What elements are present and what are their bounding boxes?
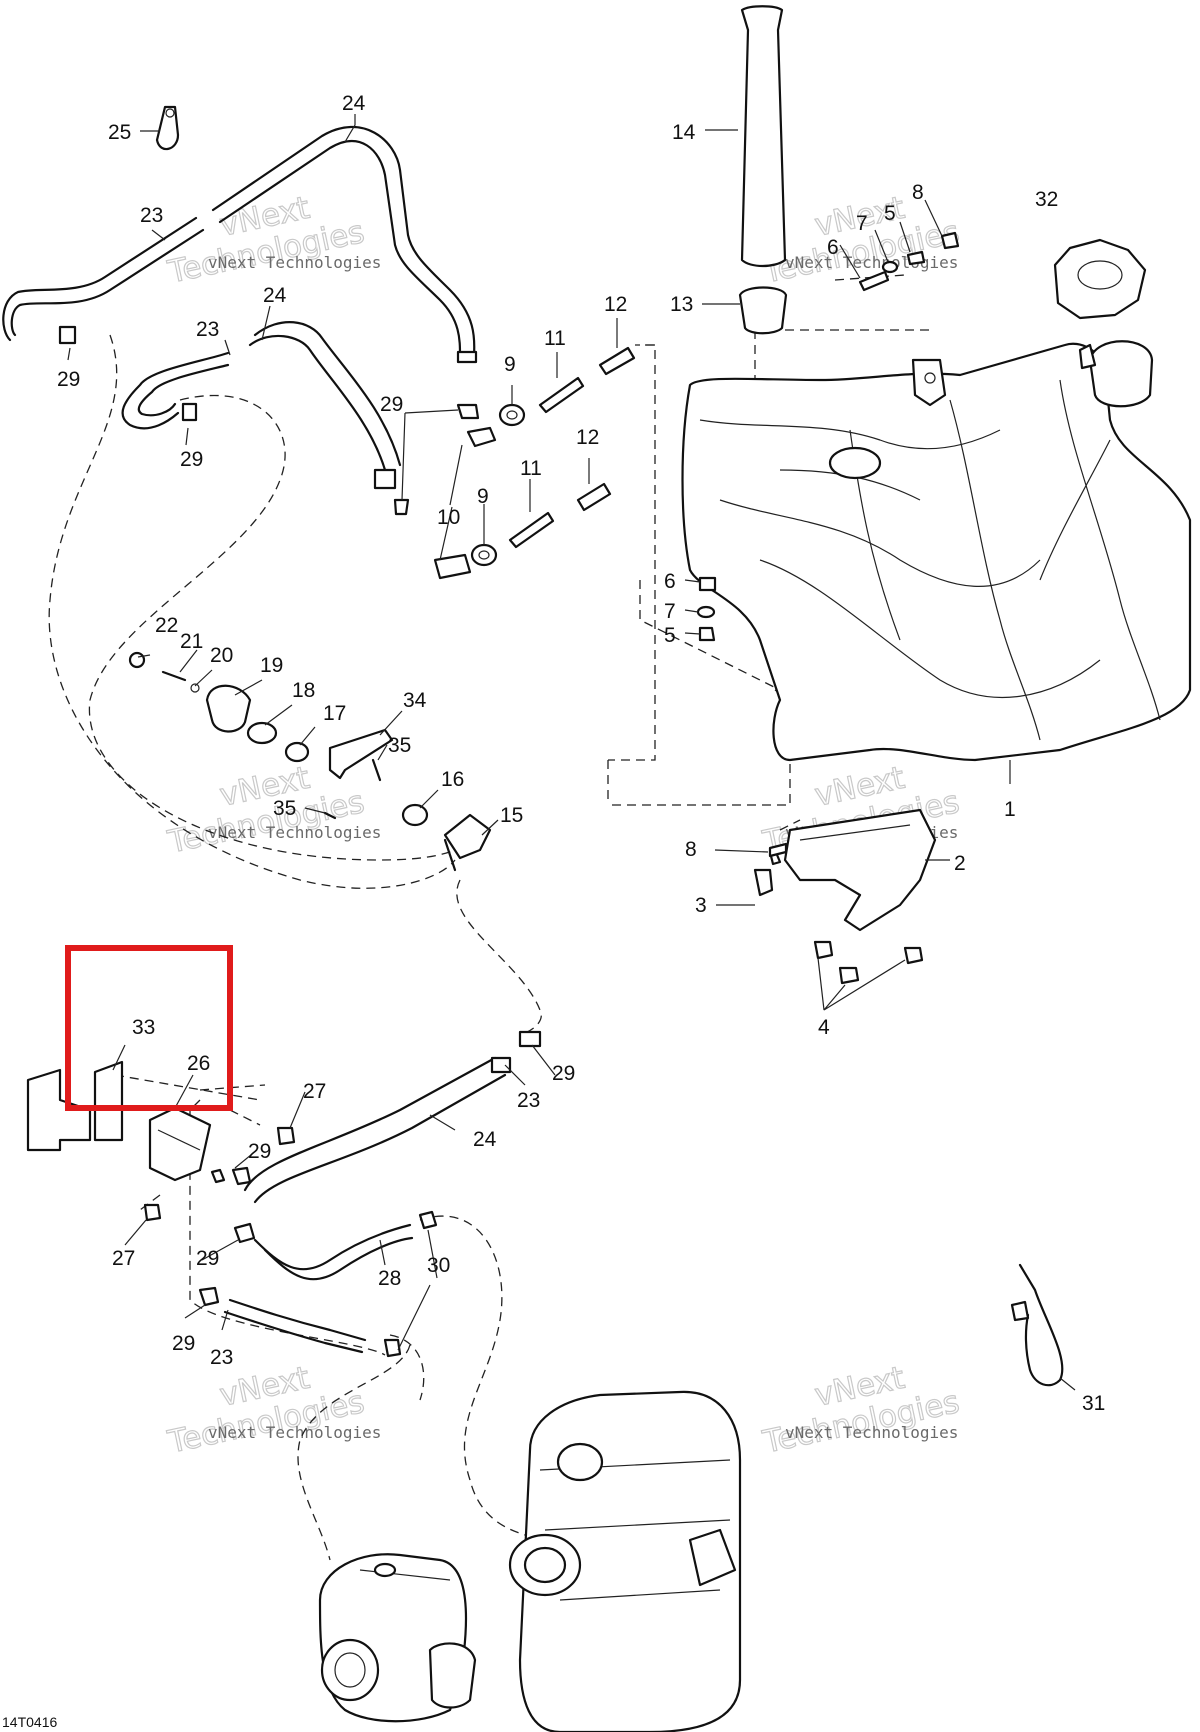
tank-bracket-group <box>753 808 937 985</box>
callout-label: 29 <box>57 368 80 391</box>
fuel-tank-group <box>681 5 1192 762</box>
callout-label: 29 <box>248 1140 271 1163</box>
callout-label: 30 <box>427 1254 450 1277</box>
highlight-box <box>65 945 233 1111</box>
callout-label: 33 <box>132 1016 155 1039</box>
callout-label: 16 <box>441 768 464 791</box>
callout-label: 31 <box>1082 1392 1105 1415</box>
callout-label: 2 <box>954 852 966 875</box>
callout-label: 21 <box>180 630 203 653</box>
callout-label: 23 <box>140 204 163 227</box>
watermark-text: vNext Technologies <box>785 1423 958 1442</box>
callout-label: 35 <box>273 797 296 820</box>
callout-label: 32 <box>1035 188 1058 211</box>
callout-label: 6 <box>827 236 839 259</box>
watermark-text: vNext Technologies <box>208 823 381 842</box>
callout-label: 10 <box>437 506 460 529</box>
callout-label: 18 <box>292 679 315 702</box>
callout-label: 23 <box>210 1346 233 1369</box>
callout-label: 14 <box>672 121 696 144</box>
leader-lines <box>67 114 1076 1391</box>
callout-label: 9 <box>477 485 489 508</box>
callout-label: 15 <box>500 804 523 827</box>
pump-hardware-group <box>128 651 492 872</box>
callout-labels: 25 24 23 23 24 29 29 29 10 9 11 12 9 11 … <box>57 92 1105 1415</box>
callout-label: 29 <box>172 1332 195 1355</box>
upper-vent-hose-group <box>2 105 636 580</box>
callout-label: 24 <box>263 284 287 307</box>
watermark-group: vNext Technologies vNext Technologies vN… <box>164 189 963 1461</box>
cable-tie-group <box>1010 1263 1064 1387</box>
callout-label: 4 <box>818 1016 830 1039</box>
callout-label: 29 <box>380 393 403 416</box>
callout-label: 8 <box>685 838 697 861</box>
callout-label: 25 <box>108 121 131 144</box>
callout-label: 35 <box>388 734 411 757</box>
callout-label: 23 <box>517 1089 540 1112</box>
routing-dashed-lines <box>48 274 930 1561</box>
callout-label: 24 <box>473 1128 497 1151</box>
callout-label: 20 <box>210 644 233 667</box>
callout-label: 28 <box>378 1267 401 1290</box>
callout-label: 13 <box>670 293 693 316</box>
callout-label: 12 <box>604 293 627 316</box>
callout-label: 29 <box>180 448 203 471</box>
fuel-pump-group <box>26 1030 542 1358</box>
callout-label: 23 <box>196 318 219 341</box>
callout-label: 27 <box>112 1247 135 1270</box>
callout-label: 1 <box>1004 798 1016 821</box>
callout-label: 11 <box>544 327 566 350</box>
callout-label: 29 <box>196 1247 219 1270</box>
callout-label: 7 <box>856 212 868 235</box>
callout-label: 29 <box>552 1062 575 1085</box>
callout-label: 5 <box>884 202 896 225</box>
diagram-code: 14T0416 <box>2 1714 57 1730</box>
callout-label: 12 <box>576 426 599 449</box>
callout-label: 27 <box>303 1080 326 1103</box>
callout-label: 7 <box>664 600 676 623</box>
watermark-text: vNext Technologies <box>208 1423 381 1442</box>
callout-label: 22 <box>155 614 178 637</box>
callout-label: 11 <box>520 457 542 480</box>
callout-label: 17 <box>323 702 346 725</box>
callout-label: 3 <box>695 894 707 917</box>
callout-label: 26 <box>187 1052 210 1075</box>
watermark-text: vNext Technologies <box>208 253 381 272</box>
callout-label: 34 <box>403 689 427 712</box>
watermark-text: vNext Technologies <box>785 253 958 272</box>
callout-label: 8 <box>912 181 924 204</box>
callout-label: 9 <box>504 353 516 376</box>
callout-label: 24 <box>342 92 366 115</box>
callout-label: 6 <box>664 570 676 593</box>
callout-label: 19 <box>260 654 283 677</box>
engine-group <box>318 1390 742 1732</box>
callout-label: 5 <box>664 624 676 647</box>
